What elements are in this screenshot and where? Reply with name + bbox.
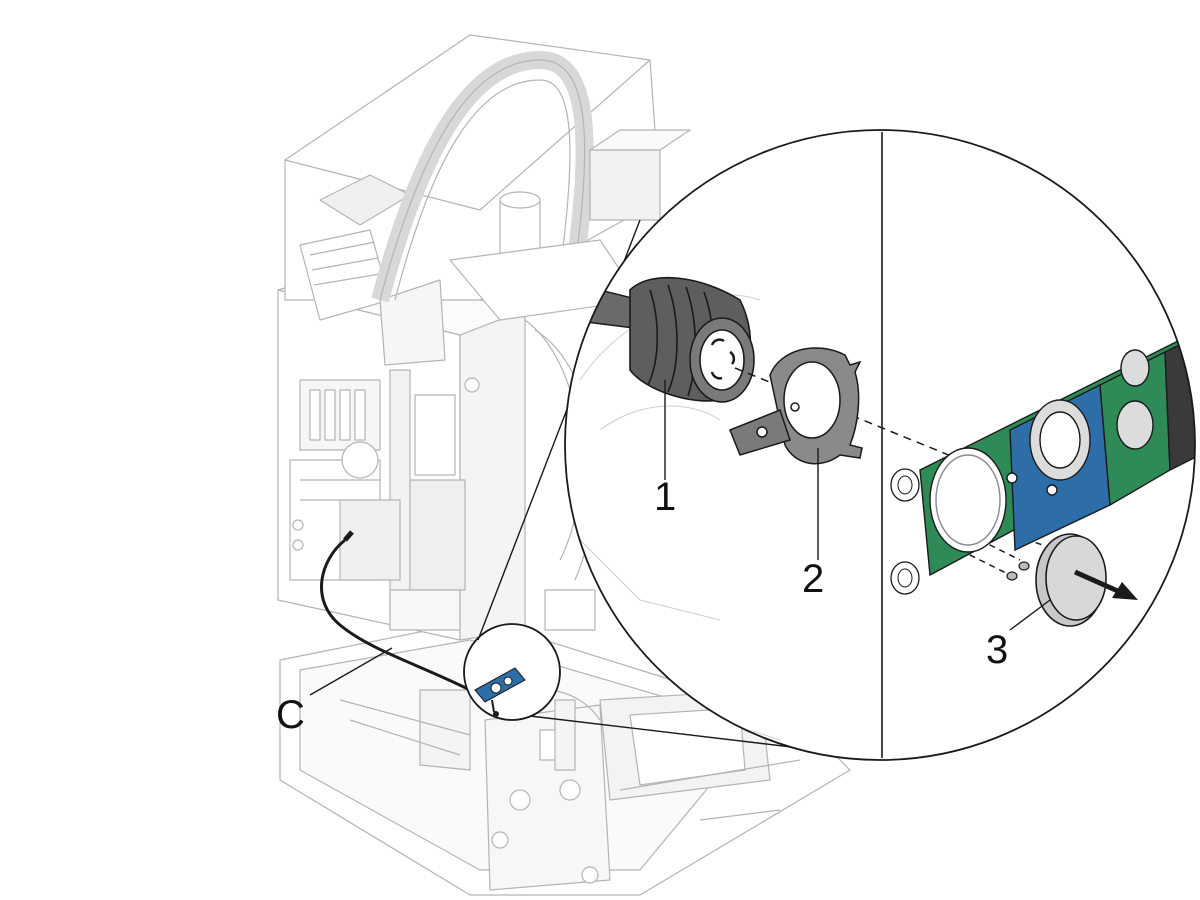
cable-c (320, 538, 471, 692)
receptacle-panel-icon (919, 328, 1195, 577)
callout-3: 3 (986, 628, 1008, 672)
removal-arrow-icon (1073, 569, 1138, 600)
callout-c: C (276, 693, 305, 737)
mounting-clamp-icon (729, 347, 863, 465)
plug-cap-icon (1035, 533, 1107, 627)
magnified-detail (564, 129, 1196, 761)
detail-circle (463, 623, 561, 721)
screw-icon (1006, 561, 1030, 581)
twist-lock-plug-icon (629, 276, 755, 403)
callout-1: 1 (654, 475, 676, 519)
callout-2: 2 (802, 557, 824, 601)
machine-illustration (277, 34, 851, 896)
